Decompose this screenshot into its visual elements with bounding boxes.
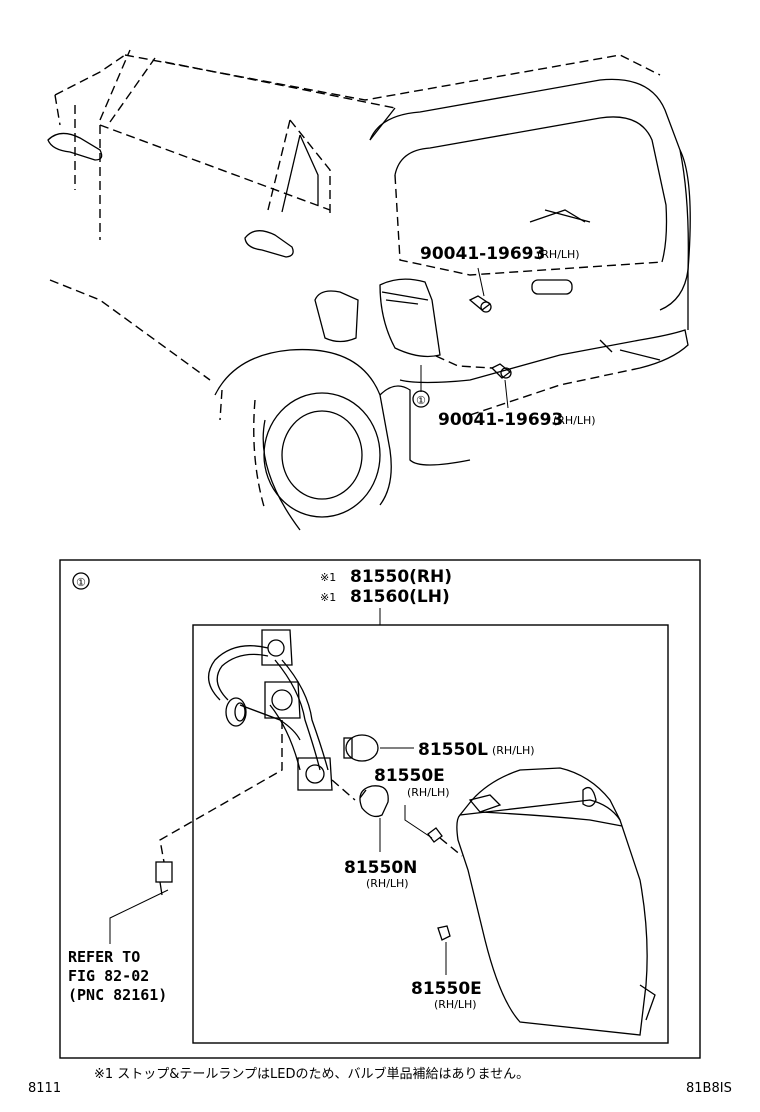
refer-line-1: REFER TO <box>68 948 140 966</box>
assembly-part-rh: 81550(RH) <box>350 567 452 587</box>
connector-icon <box>155 861 173 896</box>
bulb-81550l-part: 81550L <box>418 740 488 760</box>
upper-callout-2-suffix: (RH/LH) <box>553 414 596 427</box>
screw-icon <box>437 925 451 941</box>
page-id-left: 8111 <box>28 1081 61 1096</box>
socket-wire-harness <box>208 629 333 791</box>
tail-lamp-lens <box>456 767 656 1036</box>
wedge-bulb-icon <box>359 785 389 818</box>
detail-frame <box>59 559 701 1059</box>
detail-marker-circle <box>412 390 430 408</box>
stop-tail-bulb-icon <box>343 734 379 762</box>
upper-callout-1-part: 90041-19693 <box>420 244 545 264</box>
upper-callout-2-part: 90041-19693 <box>438 410 563 430</box>
vehicle-rear-view <box>47 49 691 531</box>
detail-box-marker <box>72 572 90 590</box>
refer-line-2: FIG 82-02 <box>68 967 149 985</box>
assembly-prefix-lh: ※1 <box>320 591 336 604</box>
upper-callout-1-suffix: (RH/LH) <box>537 248 580 261</box>
bulb-81550n-suffix: (RH/LH) <box>366 877 409 890</box>
page-id-right: 81B8IS <box>686 1081 732 1096</box>
screw-lower-part: 81550E <box>411 979 482 999</box>
screw-lower-suffix: (RH/LH) <box>434 998 477 1011</box>
bolt-icon <box>490 363 512 379</box>
detail-box-marker-label: ① <box>76 576 86 589</box>
bulb-81550n-part: 81550N <box>344 858 417 878</box>
assembly-part-lh: 81560(LH) <box>350 587 450 607</box>
footnote: ※1 ストップ&テールランプはLEDのため、バルブ単品補給はありません。 <box>94 1066 529 1082</box>
assembly-frame <box>192 624 669 1044</box>
refer-line-3: (PNC 82161) <box>68 986 167 1004</box>
assembly-prefix-rh: ※1 <box>320 571 336 584</box>
screw-upper-suffix: (RH/LH) <box>407 786 450 799</box>
screw-upper-part: 81550E <box>374 766 445 786</box>
bulb-81550l-suffix: (RH/LH) <box>492 744 535 757</box>
screw-icon <box>427 827 443 843</box>
detail-marker-label: ① <box>416 394 426 407</box>
bolt-icon <box>468 295 492 313</box>
